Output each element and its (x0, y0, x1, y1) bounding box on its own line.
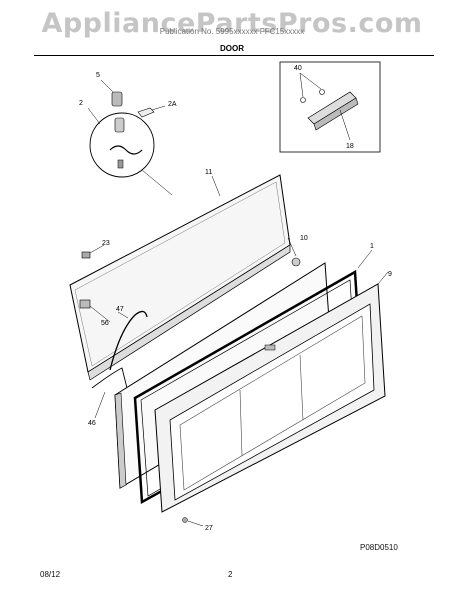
callout-10: 10 (300, 235, 308, 242)
footer-date: 08/12 (40, 570, 61, 579)
part-27-screw (182, 517, 188, 523)
part-5-lock-cylinder (111, 91, 123, 107)
callout-46: 46 (88, 420, 96, 427)
callout-2: 2 (79, 100, 83, 107)
callout-56: 56 (101, 320, 109, 327)
callout-18: 18 (346, 143, 354, 150)
part-47-wire (109, 310, 148, 371)
footer-page-number: 2 (228, 570, 233, 579)
callout-9: 9 (388, 271, 392, 278)
watermark: AppliancePartsPros.com (41, 8, 423, 39)
callout-11: 11 (205, 169, 212, 176)
part-40-screw (300, 97, 306, 103)
inset-box (279, 61, 381, 153)
part-23-clip (81, 251, 91, 259)
callout-40: 40 (294, 65, 302, 72)
part-2a-key (137, 107, 155, 118)
part-46-harness (91, 367, 128, 389)
callout-27: 27 (205, 525, 213, 532)
drawing-code: P08D0510 (360, 543, 398, 552)
callout-47: 47 (116, 306, 124, 313)
callout-2a: 2A (168, 101, 177, 108)
detail-circle (89, 112, 155, 178)
part-18-hinge-bracket (307, 91, 359, 131)
publication-header: Publication No. 5995xxxxxx FFC15xxxxx (159, 27, 305, 36)
inner-liner (154, 283, 386, 513)
part-56-bracket (79, 299, 91, 309)
section-title: DOOR (220, 44, 244, 53)
callout-5: 5 (96, 72, 100, 79)
header-rule (34, 55, 434, 56)
part-40-screw (319, 89, 325, 95)
callout-23: 23 (102, 240, 110, 247)
callout-1: 1 (370, 243, 374, 250)
part-11-door-panel (69, 174, 291, 381)
part-2-lock-assembly (109, 117, 143, 169)
part-10-grommet (291, 257, 301, 267)
